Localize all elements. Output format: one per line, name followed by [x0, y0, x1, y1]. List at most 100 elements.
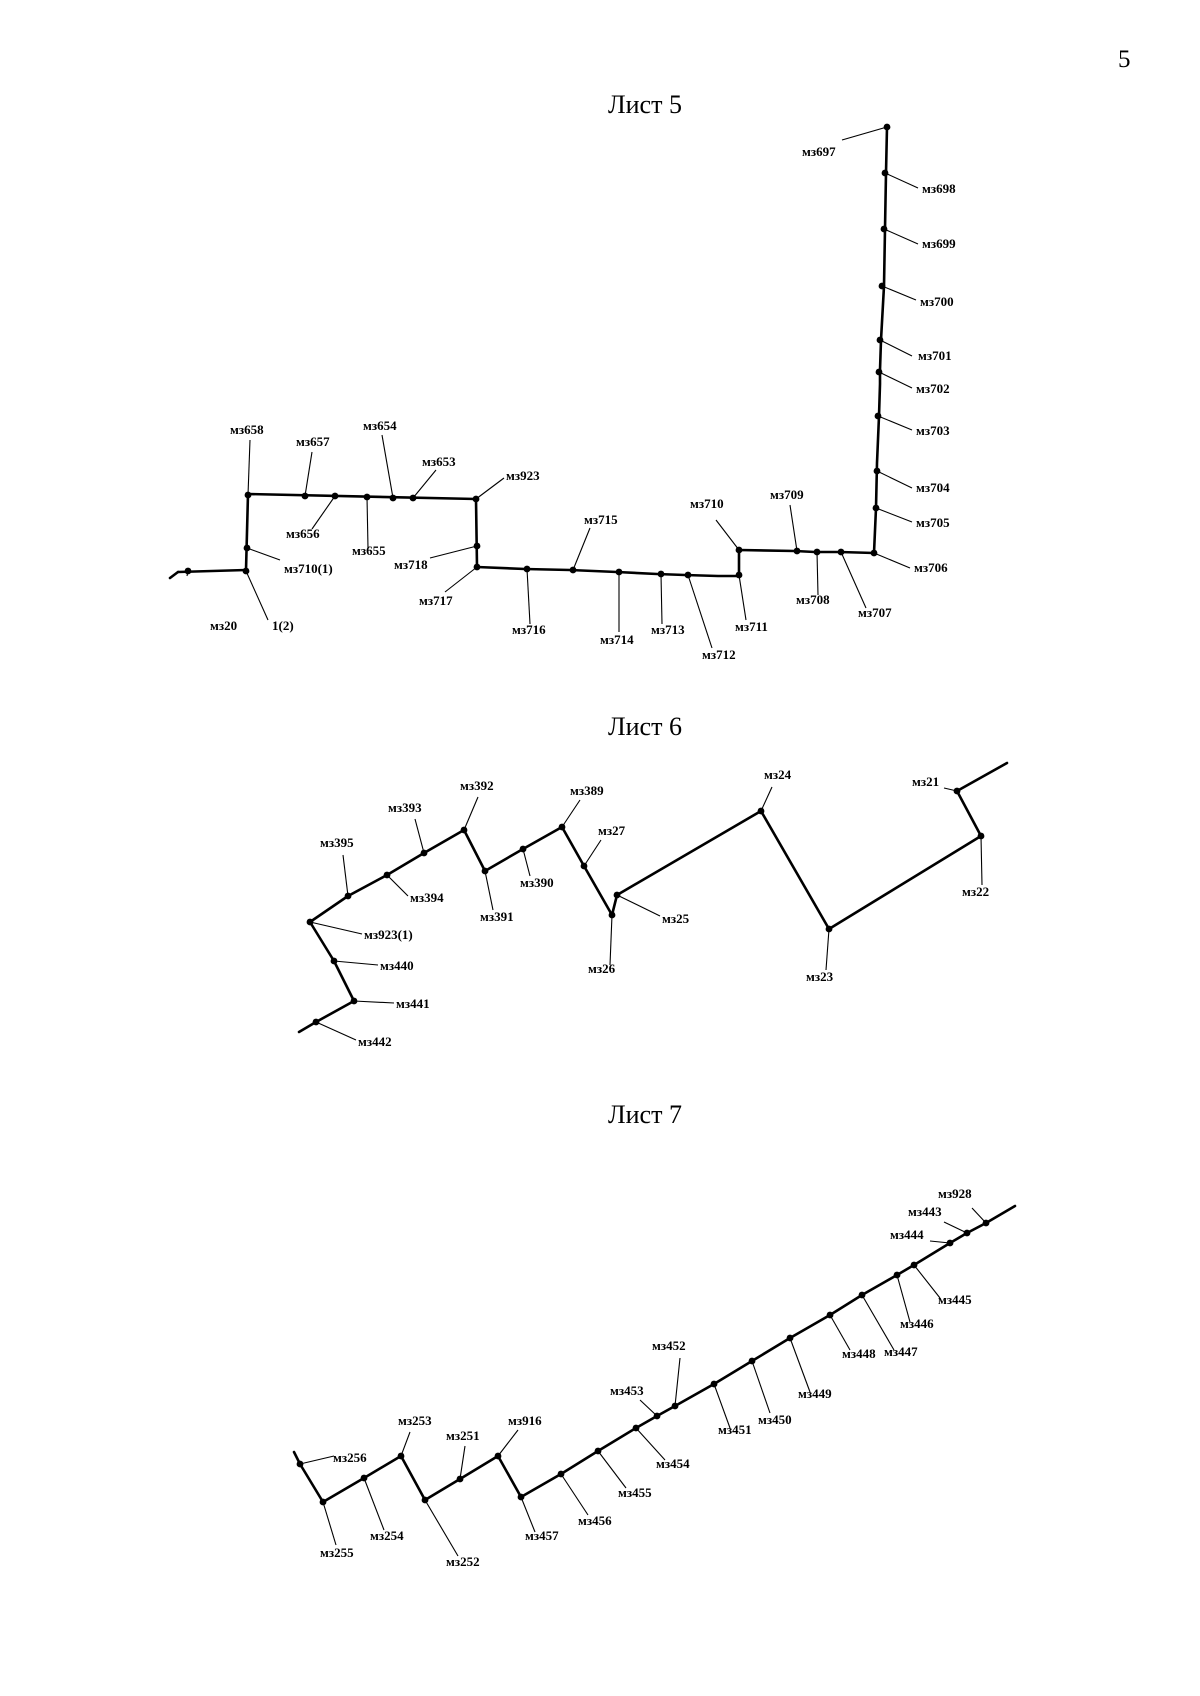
leader-line-mz443 [943, 1221, 968, 1234]
point-marker-mz395 [344, 892, 352, 900]
leader-line-p1_2 [245, 570, 269, 621]
point-label-mz445: мз445 [938, 1292, 972, 1307]
point-label-mz706: мз706 [914, 560, 948, 575]
point-marker-mz394 [383, 871, 391, 879]
point-label-mz255: мз255 [320, 1545, 354, 1560]
leader-line-mz449 [789, 1337, 811, 1393]
point-label-mz714: мз714 [600, 632, 634, 647]
point-label-mz26: мз26 [588, 961, 616, 976]
point-marker-mz709 [793, 547, 801, 555]
leader-line-mz702 [878, 371, 913, 389]
point-marker-mz715 [569, 566, 577, 574]
point-marker-mz454 [632, 1424, 640, 1432]
point-marker-mz455 [594, 1447, 602, 1455]
point-label-mz716: мз716 [512, 622, 546, 637]
point-label-mz441: мз441 [396, 996, 430, 1011]
point-marker-mz713 [657, 570, 665, 578]
point-label-mz700: мз700 [920, 294, 954, 309]
point-label-mz389: мз389 [570, 783, 604, 798]
leader-line-mz655 [366, 496, 369, 549]
point-label-mz923_1: мз923(1) [364, 927, 413, 942]
point-marker-mz658 [244, 491, 252, 499]
point-marker-mz654 [389, 494, 397, 502]
point-label-mz390: мз390 [520, 875, 554, 890]
leader-line-mz448 [829, 1314, 851, 1351]
point-label-mz256: мз256 [333, 1450, 367, 1465]
sheet-7-title: Лист 7 [608, 1100, 682, 1129]
point-label-mz702: мз702 [916, 381, 950, 396]
point-label-mz253: мз253 [398, 1413, 432, 1428]
point-marker-mz704 [873, 467, 881, 475]
point-marker-mz710_1 [243, 544, 251, 552]
leader-line-mz254 [363, 1477, 385, 1531]
point-marker-mz26 [608, 911, 616, 919]
point-marker-mz916 [494, 1452, 502, 1460]
point-label-p1_2: 1(2) [272, 618, 294, 633]
point-label-mz394: мз394 [410, 890, 444, 905]
point-label-mz701: мз701 [918, 348, 952, 363]
point-marker-mz453 [653, 1412, 661, 1420]
leader-line-mz395 [342, 854, 349, 897]
leader-line-mz923 [475, 477, 505, 500]
leader-line-mz456 [560, 1473, 589, 1516]
sheet-6-diagram: мз442мз441мз440мз923(1)мз395мз394мз393мз… [297, 761, 1009, 1049]
point-marker-mz251 [456, 1475, 464, 1483]
point-marker-mz716 [523, 565, 531, 573]
leader-line-mz457 [520, 1496, 536, 1533]
leader-line-mz713 [660, 573, 663, 625]
point-label-mz446: мз446 [900, 1316, 934, 1331]
point-label-mz697: мз697 [802, 144, 836, 159]
point-marker-mz657 [301, 492, 309, 500]
point-marker-mz718 [473, 542, 481, 550]
point-label-mz718: мз718 [394, 557, 428, 572]
point-marker-mz447 [858, 1291, 866, 1299]
leader-line-mz712 [687, 574, 713, 649]
point-label-mz444: мз444 [890, 1227, 924, 1242]
sheet-5-route-line [176, 125, 889, 578]
point-label-mz27: мз27 [598, 823, 626, 838]
leader-line-mz703 [877, 415, 913, 431]
page-number: 5 [1118, 46, 1131, 73]
point-marker-mz703 [874, 412, 882, 420]
point-marker-mz457 [517, 1493, 525, 1501]
point-marker-mz711 [735, 571, 743, 579]
sheet-5-title: Лист 5 [608, 90, 682, 119]
point-label-mz703: мз703 [916, 423, 950, 438]
leader-line-mz707 [840, 551, 867, 609]
point-marker-mz24 [757, 807, 765, 815]
point-marker-mz441 [350, 997, 358, 1005]
point-marker-mz445 [910, 1261, 918, 1269]
leader-line-mz22 [980, 835, 983, 886]
point-label-mz442: мз442 [358, 1034, 392, 1049]
leader-line-mz25 [616, 894, 661, 917]
point-label-mz449: мз449 [798, 1386, 832, 1401]
point-marker-mz440 [330, 957, 338, 965]
leader-line-mz718 [429, 545, 478, 559]
point-label-mz453: мз453 [610, 1383, 644, 1398]
leader-line-mz705 [875, 507, 913, 523]
point-marker-mz389 [558, 823, 566, 831]
point-marker-mz705 [872, 504, 880, 512]
leader-line-mz710_1 [246, 547, 281, 561]
leader-line-mz391 [484, 870, 494, 911]
point-label-mz656: мз656 [286, 526, 320, 541]
point-label-mz23: мз23 [806, 969, 834, 984]
point-marker-mz710 [735, 546, 743, 554]
point-marker-mz391 [481, 867, 489, 875]
leader-line-mz23 [825, 928, 830, 971]
point-marker-mz712 [684, 571, 692, 579]
point-label-mz708: мз708 [796, 592, 830, 607]
point-label-mz704: мз704 [916, 480, 950, 495]
leader-line-mz447 [861, 1294, 895, 1351]
leader-line-mz455 [597, 1450, 627, 1489]
point-label-mz25: мз25 [662, 911, 690, 926]
point-marker-p1_2 [242, 567, 250, 575]
point-marker-mz697 [883, 123, 891, 131]
leader-line-mz445 [913, 1264, 941, 1299]
point-label-mz657: мз657 [296, 434, 330, 449]
point-marker-mz452 [671, 1402, 679, 1410]
point-label-mz710: мз710 [690, 496, 724, 511]
point-label-mz455: мз455 [618, 1485, 652, 1500]
leader-line-mz706 [873, 552, 911, 569]
